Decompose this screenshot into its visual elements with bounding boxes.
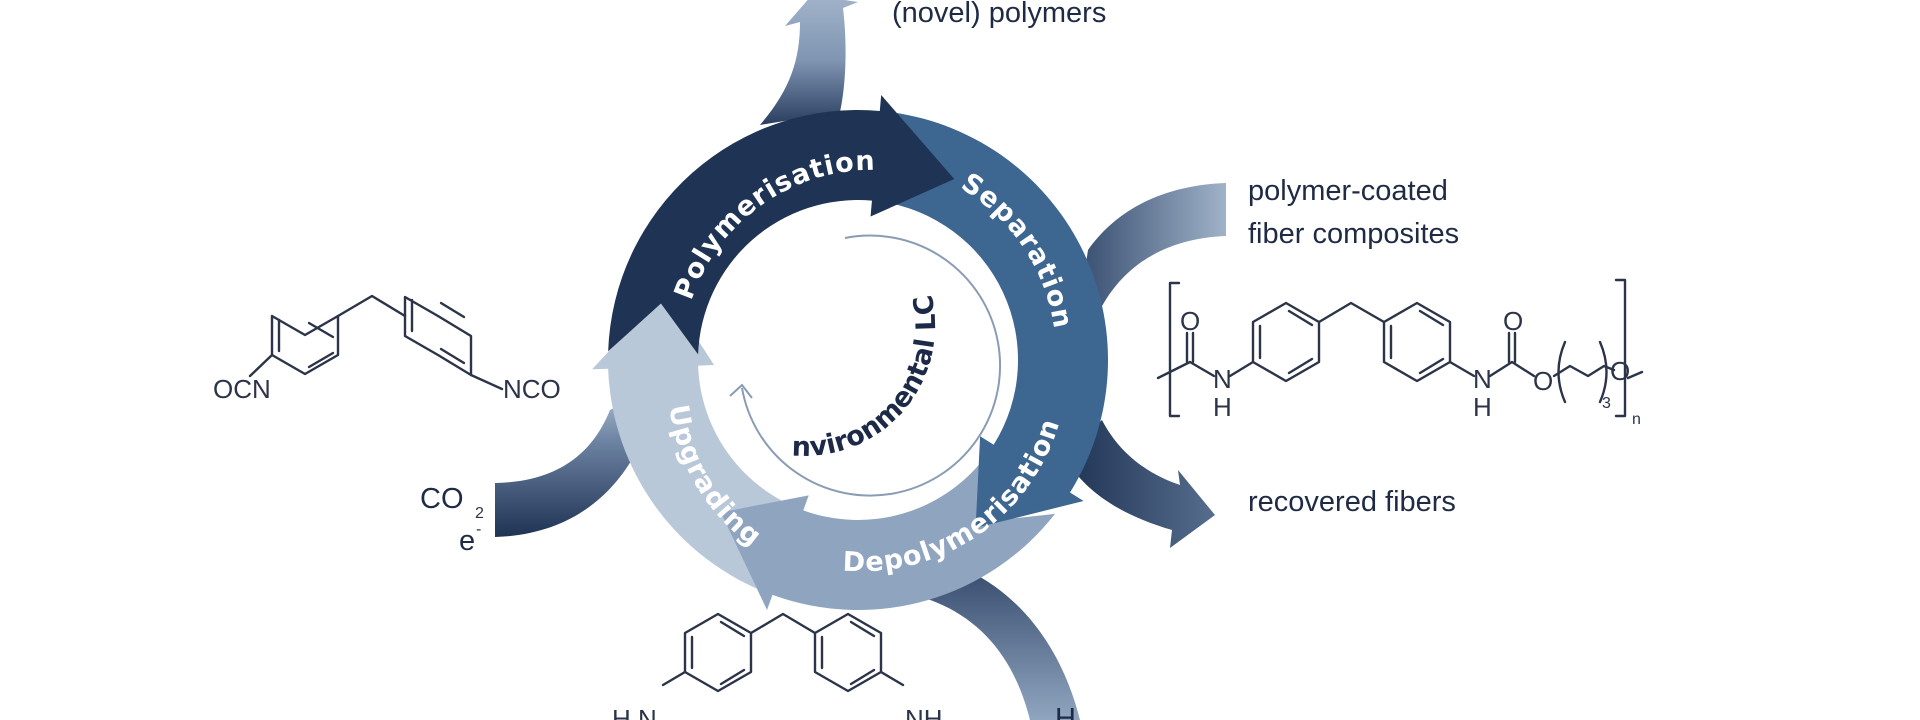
mdi-left-group: OCN [213,374,271,404]
label-novel-polymers: (novel) polymers [892,0,1106,29]
pu-carbonyl-o2: O [1503,306,1523,336]
flow-arrows [495,0,1226,720]
label-composites-line1: polymer-coated [1248,175,1448,207]
co2-subscript: 2 [475,505,484,522]
co2-input-arrow [495,400,640,537]
pu-polymer-n: n [1632,411,1641,428]
molecule-mda: H N NH [612,612,943,720]
molecule-polyurethane: O N H O N H O 3 O n [1156,278,1644,428]
co2-label: CO 2 e - [420,483,484,557]
lca-cycle-arrow [729,234,1002,497]
mdi-right-group: NCO [503,374,561,404]
novel-polymers-arrow [760,0,858,125]
cycle-ring [592,95,1109,610]
electron-text: e [459,525,475,557]
ring-segment-polymerisation [608,95,955,355]
pu-repeat-subscript: 3 [1602,395,1611,412]
label-composites-line2: fiber composites [1248,218,1459,250]
molecule-mdi: OCN NCO [213,294,561,404]
ring-segment-depolymerisation [720,458,1056,610]
pu-ester-o: O [1533,366,1553,396]
mda-left-group: H N [612,704,657,720]
pu-nh2-h: H [1473,392,1492,422]
co2-text: CO [420,483,464,515]
pu-carbonyl-o1: O [1180,306,1200,336]
lca-arrowhead-icon [729,383,753,399]
pu-end-o: O [1610,356,1630,386]
h2-partial-label: H [1055,703,1076,720]
electron-superscript: - [476,521,481,538]
h2-input-arrow [890,560,1080,720]
mda-right-group: NH [905,704,943,720]
recovered-fibers-arrow [1064,420,1215,548]
pu-nh1-n: N [1213,364,1232,394]
pu-nh2-n: N [1473,364,1492,394]
composites-input-arrow [1082,183,1226,310]
label-recovered-fibers: recovered fibers [1248,486,1456,518]
pu-nh1-h: H [1213,392,1232,422]
ring-segment-separation [880,112,1109,528]
